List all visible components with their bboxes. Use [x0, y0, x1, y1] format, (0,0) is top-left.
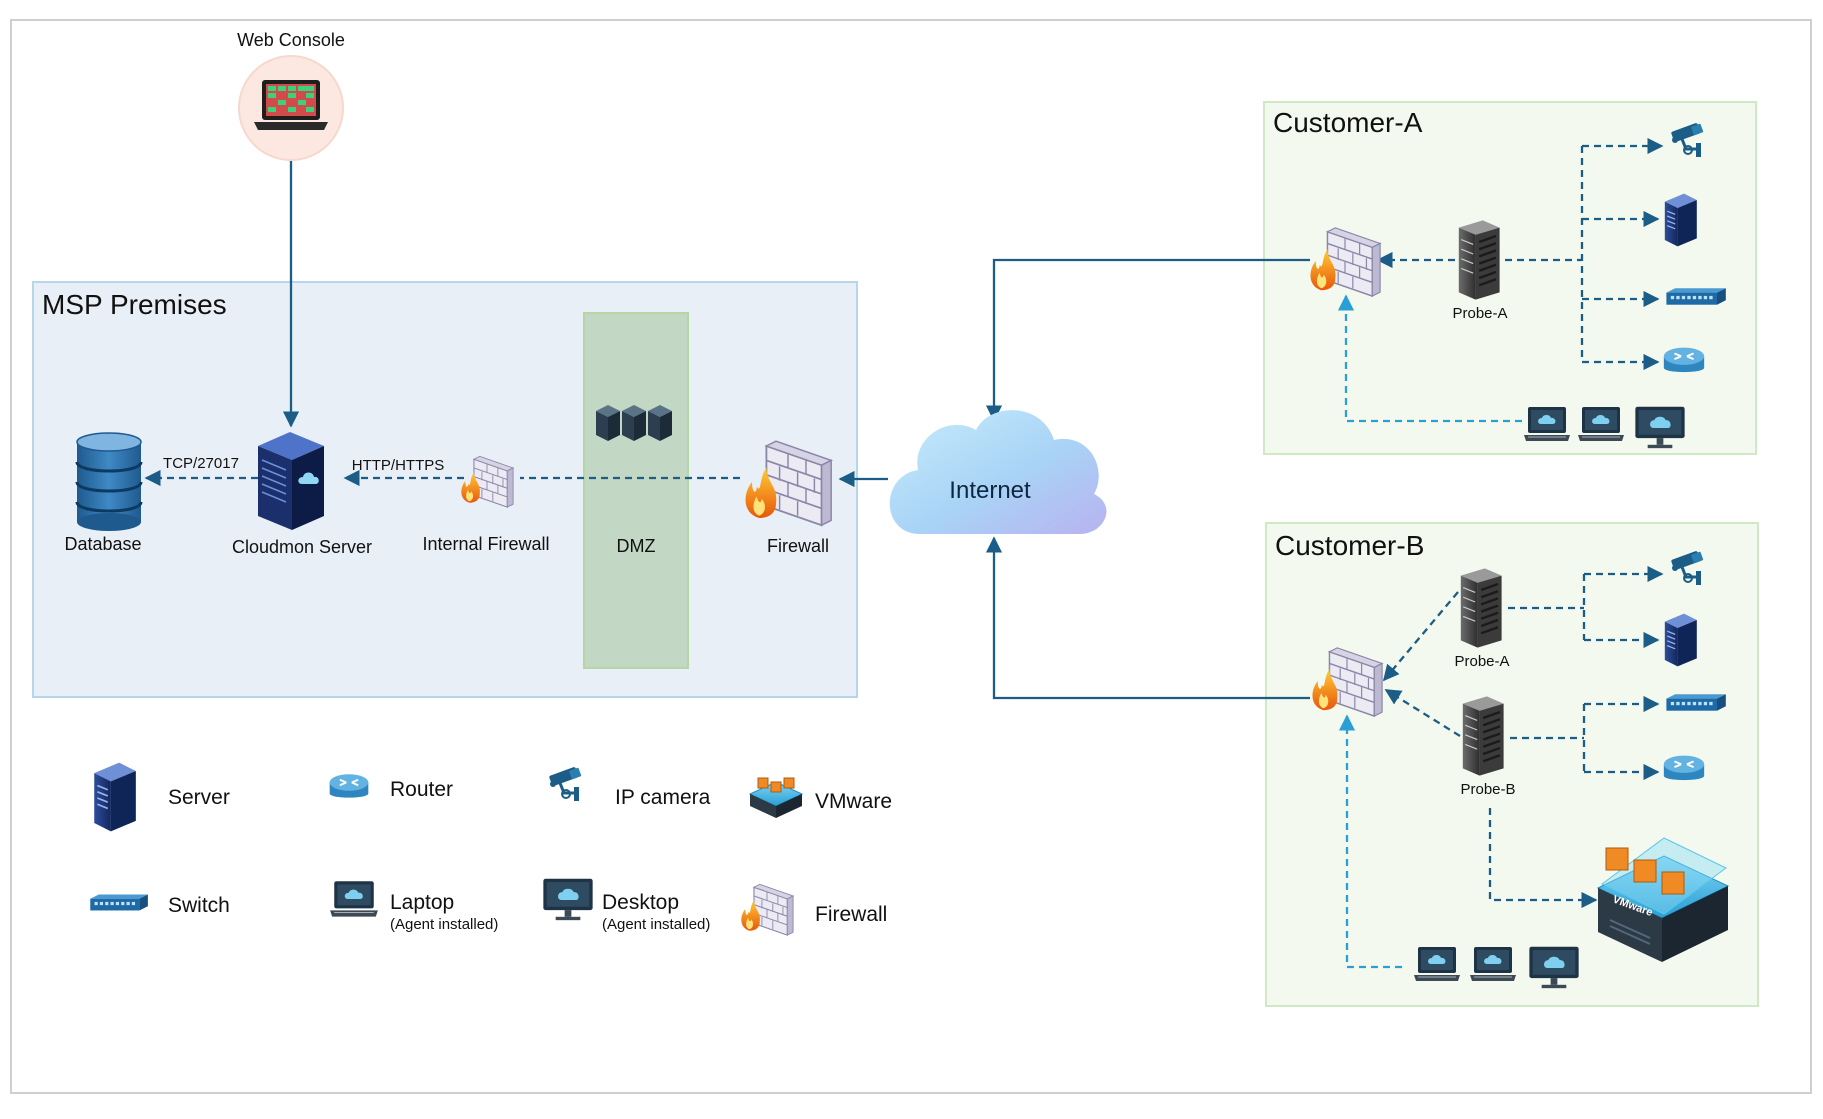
diagram-border	[10, 19, 1812, 1094]
database-label: Database	[64, 534, 141, 554]
legend-router-label: Router	[390, 778, 453, 801]
legend-firewall: Firewall	[740, 883, 887, 936]
msp-firewall-node[interactable]: Firewall	[744, 440, 833, 556]
connectors	[144, 137, 1664, 969]
legend-vmware: VMware	[749, 777, 892, 819]
laptop-icon[interactable]	[1577, 406, 1625, 442]
internet-label: Internet	[949, 477, 1031, 504]
customer-b-probe-a-label: Probe-A	[1454, 653, 1509, 670]
probe-rack-icon	[1461, 695, 1505, 777]
server-icon	[93, 761, 137, 833]
legend-laptop-label: Laptop	[390, 891, 454, 914]
laptop-icon	[329, 880, 379, 918]
legend-switch-label: Switch	[168, 894, 230, 917]
legend-desktop: Desktop (Agent installed)	[543, 878, 710, 933]
cloud-icon	[889, 410, 1107, 534]
msp-firewall-label: Firewall	[767, 536, 829, 556]
vmware-host-node[interactable]: VMware	[1596, 837, 1730, 962]
internet-node[interactable]: Internet	[889, 410, 1107, 534]
dmz-label: DMZ	[617, 536, 656, 556]
dmz-servers-icon	[596, 405, 672, 441]
customer-a-probe-label: Probe-A	[1452, 305, 1507, 322]
legend: Server Router IP camera VMware Switch La…	[90, 761, 892, 936]
legend-vmware-label: VMware	[815, 790, 892, 813]
router-icon[interactable]	[1662, 754, 1706, 782]
laptop-icon[interactable]	[1413, 946, 1461, 982]
cloudmon-server-icon	[258, 432, 324, 530]
customer-b-probe-a-node[interactable]: Probe-A	[1454, 567, 1510, 670]
probe-rack-icon	[1457, 219, 1501, 301]
legend-firewall-label: Firewall	[815, 903, 887, 926]
customer-b-title: Customer-B	[1275, 530, 1424, 561]
protocol-http-label: HTTP/HTTPS	[352, 457, 445, 474]
web-console-label: Web Console	[237, 30, 345, 50]
customer-a-title: Customer-A	[1273, 107, 1423, 138]
desktop-icon	[543, 878, 593, 921]
customer-b-probe-b-label: Probe-B	[1460, 781, 1515, 798]
customer-a-to-internet-line	[985, 258, 1310, 422]
legend-laptop-note: (Agent installed)	[390, 916, 498, 933]
cloudmon-server-label: Cloudmon Server	[232, 537, 372, 557]
vmware-icon	[749, 777, 803, 819]
cloudmon-server-node[interactable]: Cloudmon Server	[232, 432, 372, 557]
legend-switch: Switch	[90, 894, 230, 917]
legend-ip-camera-label: IP camera	[615, 786, 711, 809]
customer-b-probe-b-node[interactable]: Probe-B	[1460, 695, 1516, 798]
database-icon	[75, 432, 143, 531]
legend-server-label: Server	[168, 786, 230, 809]
web-console-node[interactable]: Web Console	[237, 30, 345, 161]
probe-b-b-to-vmware-line	[1488, 808, 1598, 909]
msp-premises-title: MSP Premises	[42, 289, 227, 320]
internal-firewall-label: Internal Firewall	[422, 534, 549, 554]
switch-icon	[90, 894, 148, 911]
customer-b-to-internet-line	[985, 536, 1310, 700]
vmware-host-icon	[1596, 837, 1730, 962]
legend-desktop-label: Desktop	[602, 891, 679, 914]
ip-camera-icon	[547, 764, 584, 803]
legend-router: Router	[328, 773, 453, 801]
legend-laptop: Laptop (Agent installed)	[329, 880, 498, 933]
protocol-db-label: TCP/27017	[163, 455, 239, 472]
customer-a-probe-node[interactable]: Probe-A	[1452, 219, 1508, 322]
agents-b-to-firewall-line	[1338, 714, 1402, 969]
legend-server: Server	[93, 761, 230, 833]
router-icon[interactable]	[1662, 346, 1706, 374]
probe-b-b-to-firewall-line	[1384, 689, 1461, 737]
laptop-console-icon	[254, 80, 328, 130]
firewall-icon	[740, 883, 794, 936]
switch-icon[interactable]	[1666, 288, 1726, 305]
legend-ip-camera: IP camera	[547, 764, 711, 809]
laptop-icon[interactable]	[1523, 406, 1571, 442]
server-icon[interactable]	[1664, 612, 1698, 668]
server-icon[interactable]	[1664, 192, 1698, 248]
database-node[interactable]: Database	[64, 432, 143, 554]
legend-desktop-note: (Agent installed)	[602, 916, 710, 933]
laptop-icon[interactable]	[1469, 946, 1517, 982]
switch-icon[interactable]	[1666, 694, 1726, 711]
internal-firewall-node[interactable]: Internal Firewall	[422, 455, 550, 554]
probe-rack-icon	[1459, 567, 1503, 649]
dmz-zone: DMZ	[583, 312, 689, 669]
router-icon	[328, 773, 370, 799]
msp-premises-zone: MSP Premises DMZ	[32, 281, 858, 698]
